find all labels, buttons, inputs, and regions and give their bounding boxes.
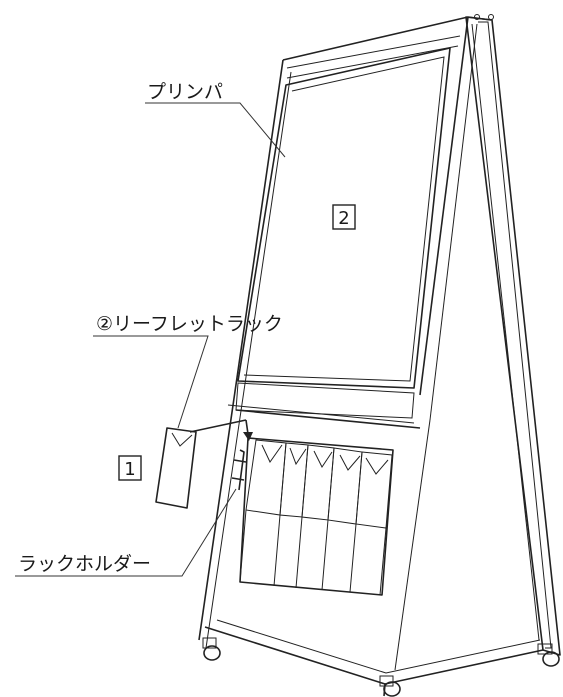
rack-pocket-1 <box>245 439 287 516</box>
casters <box>202 637 560 697</box>
step-badge-1: 1 <box>118 455 142 481</box>
caster-right <box>537 643 560 667</box>
board-callout: プリンパ <box>145 81 286 158</box>
caster-left <box>202 637 221 661</box>
loose-leaflet-rack <box>155 427 197 509</box>
board-label: プリンパ <box>147 81 223 103</box>
rack-pocket-5 <box>355 451 393 529</box>
rack-holder-callout: ラックホルダー <box>15 488 237 577</box>
leaflet-rack-label: ②リーフレットラック <box>96 313 283 335</box>
board-panel <box>237 47 451 389</box>
side-panel <box>465 16 561 656</box>
rack-pocket-2 <box>279 442 309 518</box>
step-number-2: 2 <box>338 208 349 229</box>
insertion-arrow <box>189 419 253 441</box>
step-number-1: 1 <box>124 459 135 480</box>
caster-middle <box>379 675 401 697</box>
front-frame <box>198 14 494 649</box>
leaflet-rack-callout: ②リーフレットラック <box>93 313 283 429</box>
lower-section <box>204 382 544 697</box>
rack-holder <box>231 449 247 491</box>
rack-holder-label: ラックホルダー <box>18 553 151 575</box>
mounted-rack <box>239 437 394 596</box>
step-badge-2: 2 <box>332 204 356 230</box>
